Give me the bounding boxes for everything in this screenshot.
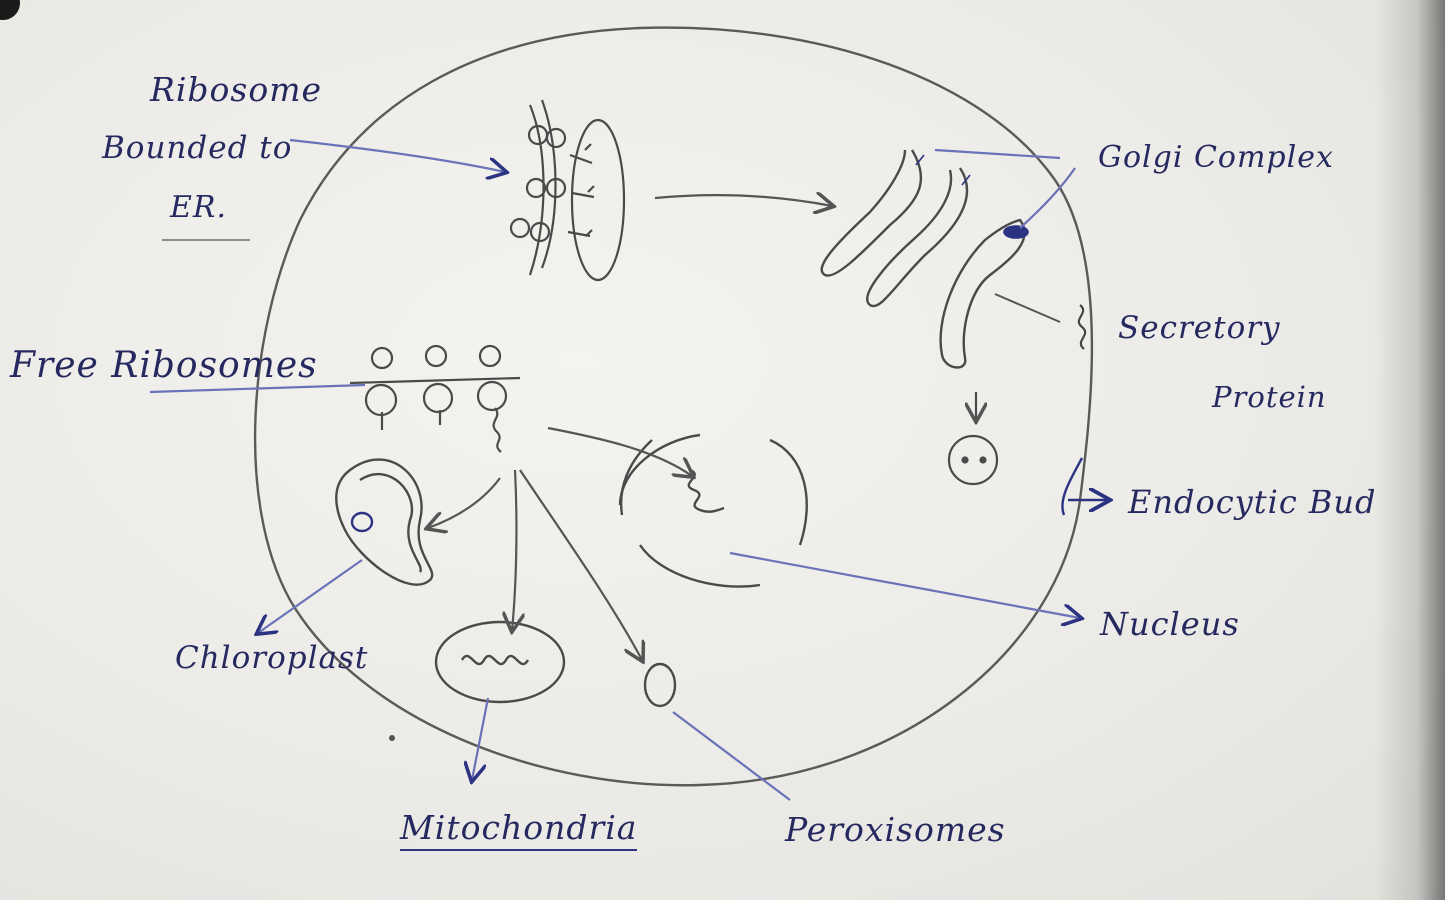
leader-mitochondrion [472, 698, 488, 780]
leader-chloroplast [258, 560, 362, 633]
ribosome-to-mitochondrion-arrow [512, 470, 516, 630]
label-peroxisomes: Peroxisomes [785, 810, 1006, 849]
mitochondrion [436, 622, 564, 702]
leader-nucleus [730, 553, 1080, 618]
secretory-protein-squiggle [1079, 305, 1085, 349]
label-chloroplast: Chloroplast [175, 640, 368, 676]
label-ribosome: Ribosome [150, 70, 322, 109]
nucleus [620, 435, 807, 587]
leader-golgi-top [935, 150, 1060, 158]
golgi-to-secretory-line [995, 294, 1060, 322]
label-endocytic-bud: Endocytic Bud [1128, 483, 1377, 521]
label-free-ribosomes: Free Ribosomes [10, 345, 318, 386]
ribosome-to-chloroplast-arrow [428, 478, 500, 528]
label-protein: Protein [1212, 380, 1327, 414]
golgi-complex [822, 150, 1025, 367]
label-secretory: Secretory [1118, 310, 1281, 346]
leader-bound-ribosome [290, 140, 505, 172]
peroxisome [645, 664, 675, 706]
er-to-golgi-arrow [655, 195, 832, 206]
label-golgi-complex: Golgi Complex [1098, 140, 1334, 175]
free-ribosomes [350, 346, 520, 452]
label-bounded-to: Bounded to [102, 130, 292, 166]
pencil-dot [389, 735, 395, 741]
secretory-vesicle [949, 392, 997, 484]
label-nucleus: Nucleus [1100, 605, 1240, 643]
ribosome-to-peroxisome-arrow [520, 470, 642, 660]
label-mitochondria: Mitochondria [400, 808, 637, 851]
golgi-vesicles [916, 155, 1028, 238]
label-er: ER. [170, 190, 227, 225]
cell-membrane [255, 28, 1092, 786]
leader-peroxisome [673, 712, 790, 800]
ribosome-to-nucleus-arrow [548, 428, 692, 476]
chloroplast [336, 460, 432, 585]
rough-er [511, 100, 624, 280]
